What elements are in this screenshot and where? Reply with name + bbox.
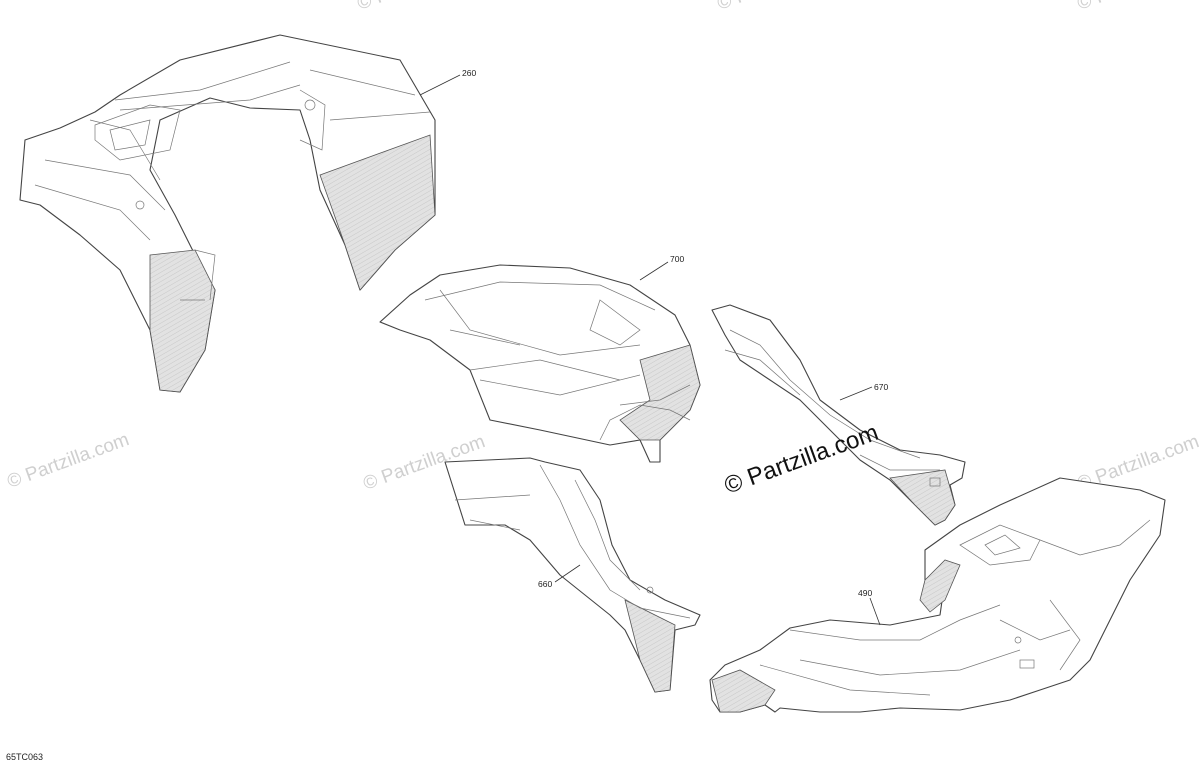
callout-leader-260 — [419, 74, 461, 96]
callout-660[interactable]: 660 — [538, 579, 552, 589]
part-490-rear-fairing[interactable] — [709, 477, 1166, 713]
callout-leader-700 — [639, 261, 669, 281]
part-700-center-cover[interactable] — [379, 264, 701, 463]
watermark-text: © Partzilla.com — [1075, 0, 1200, 15]
figure-code: 65TC063 — [6, 752, 43, 762]
part-660-side-panel[interactable] — [444, 457, 701, 693]
watermark-center: © Partzilla.com — [721, 419, 882, 500]
callout-leader-490 — [869, 597, 881, 626]
callout-670[interactable]: 670 — [874, 382, 888, 392]
part-670-side-panel[interactable] — [711, 304, 966, 526]
part-260-front-fascia[interactable] — [19, 34, 436, 393]
callout-260[interactable]: 260 — [462, 68, 476, 78]
watermark-text: © Partzilla.com — [715, 0, 842, 15]
callout-700[interactable]: 700 — [670, 254, 684, 264]
callout-leader-670 — [839, 386, 873, 401]
watermark-text: © Partzilla.com — [355, 0, 482, 15]
callout-leader-660 — [554, 564, 581, 583]
callout-490[interactable]: 490 — [858, 588, 872, 598]
watermark-text: © Partzilla.com — [5, 429, 132, 493]
